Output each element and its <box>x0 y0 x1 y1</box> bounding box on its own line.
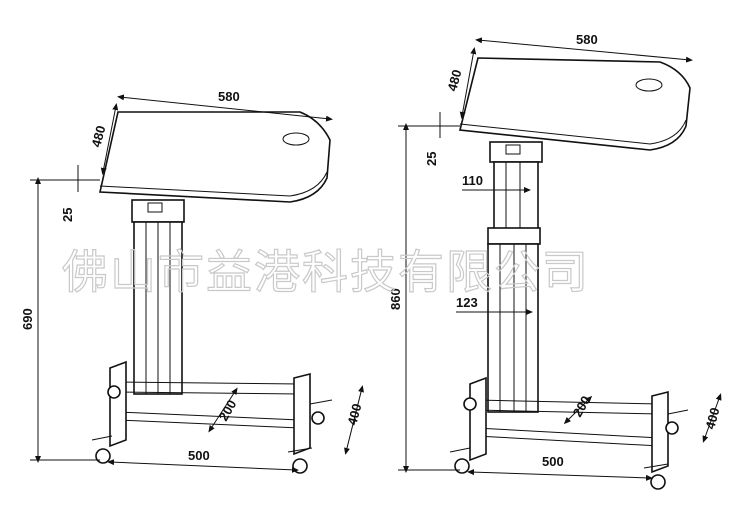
left-dimension-labels: 580 480 25 690 200 400 500 <box>20 89 365 463</box>
company-watermark: 佛山市益港科技有限公司 <box>62 245 590 299</box>
left-base <box>91 360 333 474</box>
right-top-depth-label: 480 <box>444 68 464 93</box>
left-dimensions <box>30 94 364 473</box>
right-caster-back-right <box>665 421 679 435</box>
left-top-depth-label: 480 <box>88 124 108 149</box>
left-caster-front-right <box>292 458 308 474</box>
right-caster-front-left <box>454 458 470 474</box>
left-caster-back-left <box>107 385 121 399</box>
right-lower-column-label: 123 <box>456 295 478 310</box>
right-base-width-label: 500 <box>542 454 564 469</box>
right-caster-front-right <box>650 474 666 490</box>
right-upper-column-label: 110 <box>462 173 483 188</box>
right-dimensions <box>398 37 722 481</box>
right-top-width-label: 580 <box>576 32 598 47</box>
left-table-figure <box>30 94 364 474</box>
left-top-thickness-label: 25 <box>60 208 75 222</box>
left-caster-back-right <box>311 411 325 425</box>
left-table-top <box>99 111 331 203</box>
right-top-thickness-label: 25 <box>424 152 439 166</box>
left-caster-front-left <box>95 448 111 464</box>
left-total-height-label: 690 <box>20 308 35 330</box>
right-table-top <box>459 57 691 151</box>
left-column <box>131 199 185 395</box>
left-top-width-label: 580 <box>218 89 240 104</box>
right-base <box>449 376 689 490</box>
right-caster-back-left <box>463 397 477 411</box>
right-base-front-label: 400 <box>702 406 722 431</box>
right-column <box>487 141 543 413</box>
right-dimension-labels: 580 480 25 860 110 123 200 400 500 <box>388 32 723 469</box>
right-base-depth-label: 200 <box>570 393 594 419</box>
right-cable-hole <box>635 78 663 92</box>
right-table-figure <box>398 37 722 490</box>
left-cable-hole <box>282 132 310 146</box>
left-base-width-label: 500 <box>188 448 210 463</box>
right-total-height-label: 860 <box>388 288 403 310</box>
left-base-front-label: 400 <box>344 402 364 427</box>
left-base-depth-label: 200 <box>216 397 240 423</box>
